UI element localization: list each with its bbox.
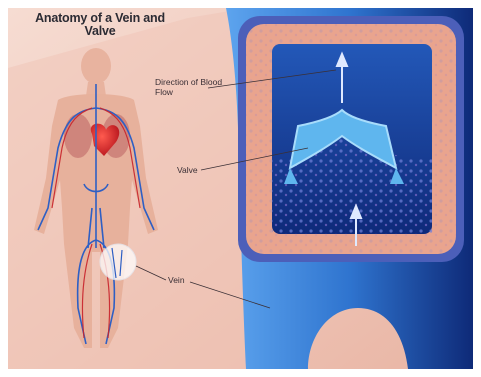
- head: [81, 48, 111, 84]
- vein-highlight-circle: [100, 244, 136, 280]
- diagram-title: Anatomy of a Vein and Valve: [30, 12, 170, 38]
- vein-label: Vein: [168, 276, 185, 286]
- left-lung: [64, 114, 92, 158]
- anatomy-illustration: [8, 8, 473, 369]
- valve-label: Valve: [177, 166, 198, 176]
- illustration-frame: Anatomy of a Vein and Valve Direction of…: [8, 8, 473, 369]
- direction-of-flow-label: Direction of Blood Flow: [155, 78, 225, 97]
